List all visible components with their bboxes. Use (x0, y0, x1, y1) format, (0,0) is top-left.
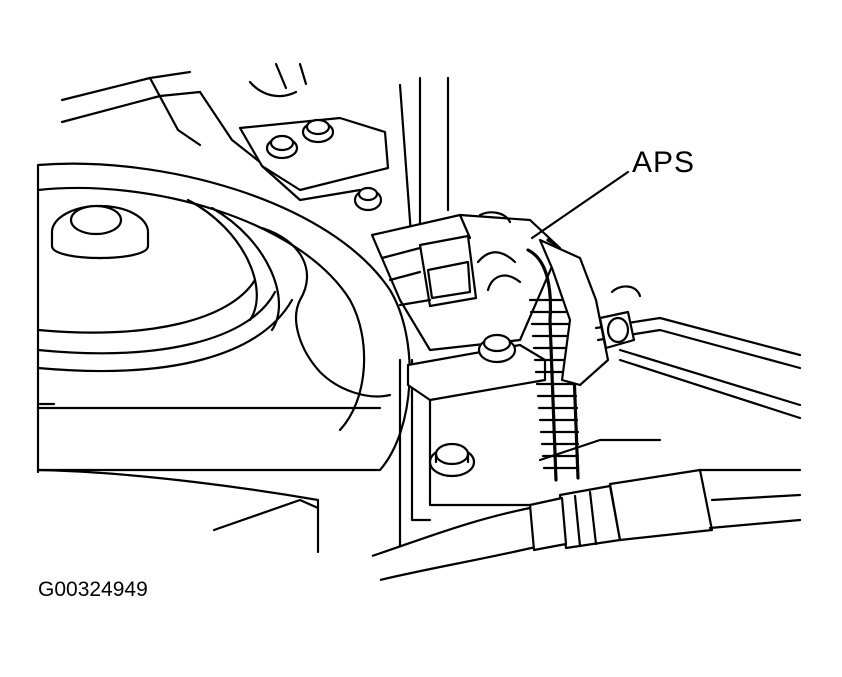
fluid-lines (594, 285, 802, 420)
sensor-bolt (477, 333, 517, 364)
lower-frame (36, 353, 662, 562)
body-panel-lines (60, 62, 450, 252)
upper-bolt (353, 186, 383, 212)
line-fitting (598, 310, 636, 350)
wire-clip (538, 238, 610, 387)
bracket-bolt-right (301, 118, 335, 144)
strut-top-nut (50, 204, 150, 260)
figure-id: G00324949 (38, 578, 148, 601)
bracket-bolt-left (265, 134, 299, 160)
sensor-mount (406, 343, 547, 402)
sensor-housing (370, 211, 562, 352)
hose (371, 468, 802, 582)
aps-callout-label: APS (632, 146, 696, 179)
lower-bolt (428, 442, 476, 478)
callout-leader-line (530, 170, 630, 240)
